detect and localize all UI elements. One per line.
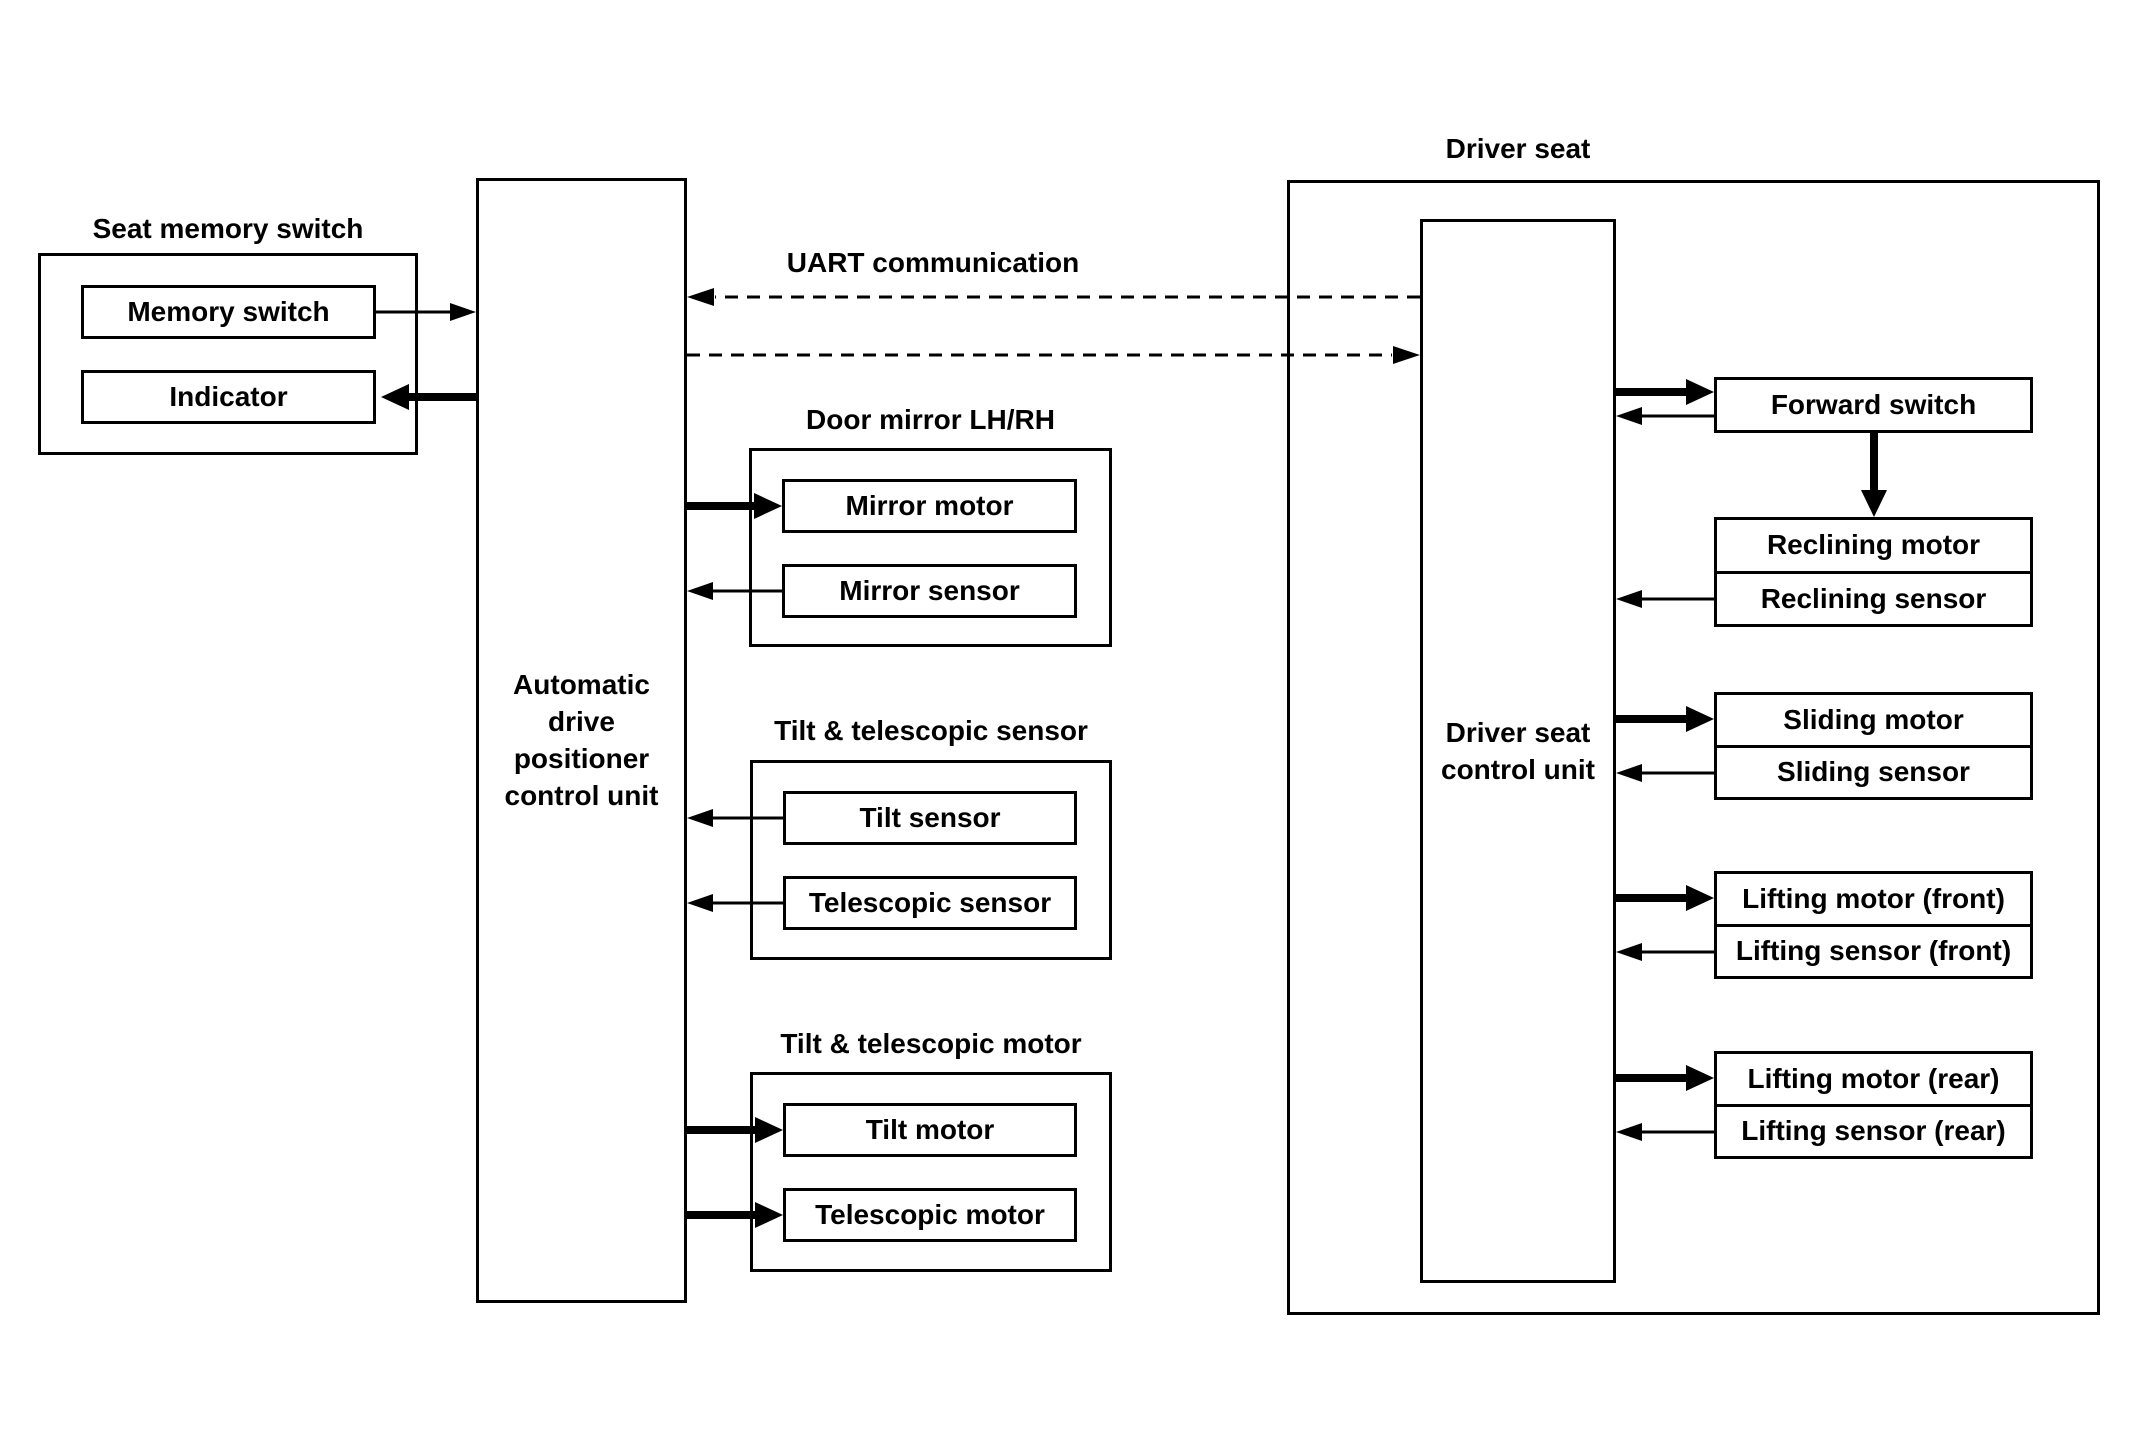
positioner-label-line-2: drive bbox=[548, 706, 615, 737]
forward-switch-box: Forward switch bbox=[1714, 377, 2033, 433]
automatic-drive-positioner-control-unit-label: Automatic drive positioner control unit bbox=[476, 666, 687, 814]
mirror-sensor-box: Mirror sensor bbox=[782, 564, 1077, 618]
seat-memory-switch-group-box bbox=[38, 253, 418, 455]
positioner-label-line-3: positioner bbox=[513, 743, 650, 774]
lifting-sensor-front-box: Lifting sensor (front) bbox=[1717, 923, 2030, 977]
reclining-sensor-box: Reclining sensor bbox=[1717, 570, 2030, 625]
mirror-motor-box: Mirror motor bbox=[782, 479, 1077, 533]
memory-switch-box: Memory switch bbox=[81, 285, 376, 339]
seat-memory-switch-group-label: Seat memory switch bbox=[92, 213, 364, 244]
tilt-telescopic-motor-group-label: Tilt & telescopic motor bbox=[780, 1028, 1082, 1059]
positioner-label-line-1: Automatic bbox=[513, 669, 650, 700]
lifting-motor-front-box: Lifting motor (front) bbox=[1742, 882, 2005, 914]
automatic-drive-positioner-control-unit-box bbox=[476, 178, 687, 1303]
reclining-motor-box: Reclining motor bbox=[1766, 529, 1981, 561]
uart-communication-label: UART communication bbox=[786, 247, 1080, 278]
indicator-box: Indicator bbox=[81, 370, 376, 424]
driver-seat-group-label: Driver seat bbox=[1445, 133, 1591, 164]
lifting-motor-rear-box: Lifting motor (rear) bbox=[1747, 1062, 2000, 1094]
sliding-pair-box: Sliding motor Sliding sensor bbox=[1714, 692, 2033, 800]
lifting-front-pair-box: Lifting motor (front) Lifting sensor (fr… bbox=[1714, 871, 2033, 979]
telescopic-motor-box: Telescopic motor bbox=[783, 1188, 1077, 1242]
dscu-label-line-1: Driver seat bbox=[1445, 717, 1591, 748]
sliding-motor-box: Sliding motor bbox=[1783, 703, 1964, 735]
lifting-rear-pair-box: Lifting motor (rear) Lifting sensor (rea… bbox=[1714, 1051, 2033, 1159]
tilt-telescopic-sensor-group-label: Tilt & telescopic sensor bbox=[774, 715, 1088, 746]
tilt-telescopic-sensor-group-box bbox=[750, 760, 1112, 960]
driver-seat-control-unit-label: Driver seat control unit bbox=[1420, 714, 1616, 788]
driver-seat-control-unit-box bbox=[1420, 219, 1616, 1283]
lifting-sensor-rear-box: Lifting sensor (rear) bbox=[1717, 1103, 2030, 1157]
door-mirror-group-label: Door mirror LH/RH bbox=[806, 404, 1055, 435]
tilt-telescopic-motor-group-box bbox=[750, 1072, 1112, 1272]
sliding-sensor-box: Sliding sensor bbox=[1717, 744, 2030, 798]
dscu-label-line-2: control unit bbox=[1441, 754, 1595, 785]
telescopic-sensor-box: Telescopic sensor bbox=[783, 876, 1077, 930]
positioner-label-line-4: control unit bbox=[504, 780, 659, 811]
tilt-motor-box: Tilt motor bbox=[783, 1103, 1077, 1157]
reclining-pair-box: Reclining motor Reclining sensor bbox=[1714, 517, 2033, 627]
tilt-sensor-box: Tilt sensor bbox=[783, 791, 1077, 845]
